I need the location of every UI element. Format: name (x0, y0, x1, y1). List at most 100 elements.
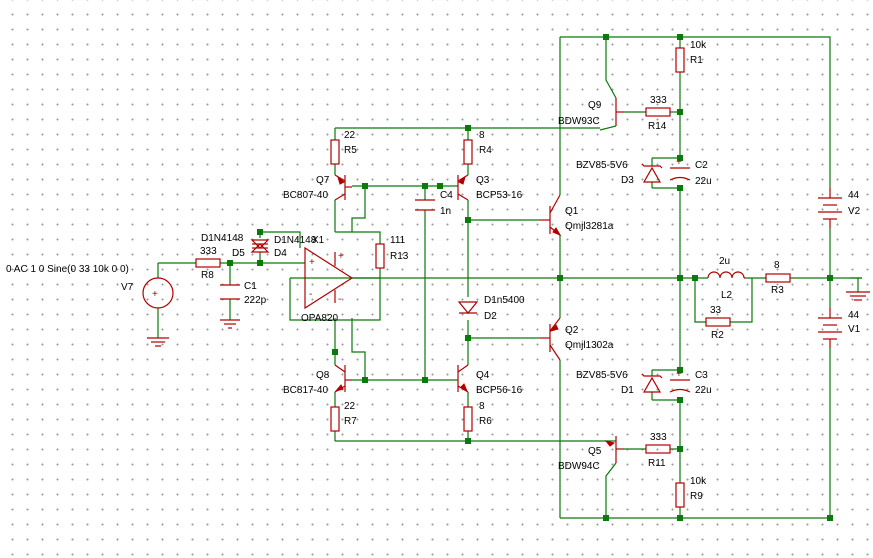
q9-label: Q9 (588, 100, 602, 111)
q5-label: Q5 (588, 446, 602, 457)
r8-value: 333 (200, 246, 217, 257)
ground-icon (846, 291, 870, 301)
d4-label: D4 (274, 248, 287, 259)
r5-value: 22 (344, 130, 356, 141)
r7-value: 22 (344, 401, 356, 412)
r4-value: 8 (479, 130, 485, 141)
c3-label: C3 (695, 370, 708, 381)
c4-label: C4 (440, 190, 453, 201)
l2-label: L2 (721, 290, 733, 301)
resistor-r6: 8 R6 (463, 401, 492, 432)
r3-label: R3 (771, 285, 784, 296)
c2-value: 22u (695, 176, 712, 187)
r6-value: 8 (479, 401, 485, 412)
resistor-r1: 10k R1 (675, 40, 707, 73)
q7-label: Q7 (316, 175, 330, 186)
q5-type: BDW94C (558, 461, 600, 472)
transistor-q9: Q9 BDW93C (558, 98, 624, 127)
r11-value: 333 (650, 432, 667, 443)
q9-type: BDW93C (558, 116, 600, 127)
r9-value: 10k (690, 476, 707, 487)
c1-label: C1 (244, 281, 257, 292)
opamp-ref-label: X1 (312, 235, 325, 246)
q7-type: BC807-40 (283, 190, 328, 201)
r9-label: R9 (690, 491, 703, 502)
inductor-l2: 2u L2 (707, 256, 745, 301)
q4-label: Q4 (476, 370, 490, 381)
r4-label: R4 (479, 145, 492, 156)
r8-label: R8 (201, 270, 214, 281)
r1-label: R1 (690, 55, 703, 66)
v2-value: 44 (848, 190, 860, 201)
r2-label: R2 (711, 330, 724, 341)
d4-type: D1N4148 (274, 235, 317, 246)
r5-label: R5 (344, 145, 357, 156)
v7-label: V7 (121, 282, 134, 293)
diode-d2: D1n5400 D2 (457, 295, 525, 322)
junction-dots (227, 34, 833, 521)
d2-label: D2 (484, 311, 497, 322)
l2-value: 2u (719, 256, 730, 267)
r7-label: R7 (344, 416, 357, 427)
c1-value: 222p (244, 295, 267, 306)
r13-value: 111 (390, 235, 406, 246)
c2-polarity: + (676, 157, 682, 168)
ground-icon (147, 337, 169, 347)
transistor-q3: Q3 BCP53-16 (457, 174, 523, 201)
r3-value: 8 (774, 260, 780, 271)
d5-type: D1N4148 (201, 233, 244, 244)
r13-label: R13 (390, 251, 409, 262)
battery-v1: 44 V1 (818, 308, 861, 348)
d2-type: D1n5400 (484, 295, 525, 306)
d3-label: D3 (621, 175, 634, 186)
r14-label: R14 (648, 121, 667, 132)
r6-label: R6 (479, 416, 492, 427)
battery-v2: 44 V2 (818, 188, 861, 228)
resistor-r3: 8 R3 (765, 260, 791, 296)
opamp-supply-minus-sign: - (338, 294, 341, 305)
capacitor-c2: + C2 22u (669, 157, 712, 187)
capacitor-c3: + C3 22u (669, 369, 712, 396)
opamp-supply-plus-sign: + (338, 251, 344, 262)
c3-value: 22u (695, 385, 712, 396)
r2-value: 33 (710, 305, 722, 316)
q3-label: Q3 (476, 175, 490, 186)
q2-type: Qmjl1302a (565, 340, 614, 351)
transistor-q1: Q1 Qmjl3281a (540, 194, 614, 237)
resistor-r14: 333 R14 (645, 95, 671, 132)
q8-label: Q8 (316, 370, 330, 381)
d5-label: D5 (232, 248, 245, 259)
resistor-r9: 10k R9 (675, 476, 707, 508)
zener-d1: BZV85-5V6 D1 (576, 370, 663, 396)
resistor-r7: 22 R7 (330, 401, 357, 432)
resistor-r8: 333 R8 (195, 246, 221, 281)
resistor-r13: 111 R13 (375, 235, 409, 269)
transistor-q2: Q2 Qmjl1302a (540, 317, 614, 361)
q4-type: BCP56-16 (476, 385, 523, 396)
v1-value: 44 (848, 310, 860, 321)
c2-label: C2 (695, 160, 708, 171)
v7-spec-label: 0 AC 1 0 Sine(0 33 10k 0 0) (6, 264, 129, 275)
d1-label: D1 (621, 385, 634, 396)
ground-icon (220, 319, 240, 329)
c3-polarity: + (676, 369, 682, 380)
resistor-r2: 33 R2 (705, 305, 731, 341)
c4-value: 1n (440, 206, 451, 217)
opamp-plus-sign: + (309, 257, 315, 268)
resistor-r5: 22 R5 (330, 130, 357, 165)
d3-type: BZV85-5V6 (576, 160, 628, 171)
source-v7: + 0 AC 1 0 Sine(0 33 10k 0 0) V7 (6, 264, 174, 347)
opamp-type-label: OPA820 (301, 313, 338, 324)
q1-type: Qmjl3281a (565, 221, 614, 232)
resistor-r4: 8 R4 (463, 130, 492, 165)
d1-type: BZV85-5V6 (576, 370, 628, 381)
v2-label: V2 (848, 206, 861, 217)
resistor-r11: 333 R11 (645, 432, 671, 469)
r11-label: R11 (648, 458, 666, 469)
q8-type: BC817-40 (283, 385, 328, 396)
transistor-q5: Q5 BDW94C (558, 436, 624, 472)
transistor-q8: Q8 BC817-40 (283, 364, 352, 396)
q2-label: Q2 (565, 325, 579, 336)
